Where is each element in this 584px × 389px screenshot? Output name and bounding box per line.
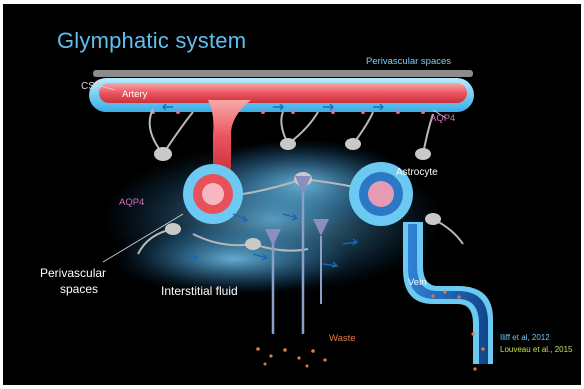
waste-label: Waste — [329, 334, 356, 344]
citation-louveau: Louveau et al., 2015 — [500, 346, 573, 354]
vein-drain — [403, 222, 493, 364]
meninges-band — [93, 70, 473, 77]
aqp4-right-label: AQP4 — [430, 114, 455, 124]
perivascular-spaces-top-label: Perivascular spaces — [366, 57, 451, 67]
diagram-artwork — [3, 4, 581, 385]
perivascular-spaces-left-label-line1: Perivascular — [40, 267, 106, 279]
diagram-title: Glymphatic system — [57, 30, 246, 52]
aqp4-left-label: AQP4 — [119, 198, 144, 208]
artery-label: Artery — [122, 90, 147, 100]
perivascular-spaces-left-label-line2: spaces — [60, 283, 98, 295]
vein-label: Vein — [408, 278, 427, 288]
csf-label: CSF — [81, 82, 101, 92]
astrocyte-label: Astrocyte — [396, 168, 438, 178]
interstitial-fluid-label: Interstitial fluid — [161, 285, 238, 297]
citation-iliff: Iliff et al, 2012 — [500, 334, 550, 342]
glymphatic-diagram: Glymphatic system Perivascular spaces CS… — [3, 4, 581, 385]
